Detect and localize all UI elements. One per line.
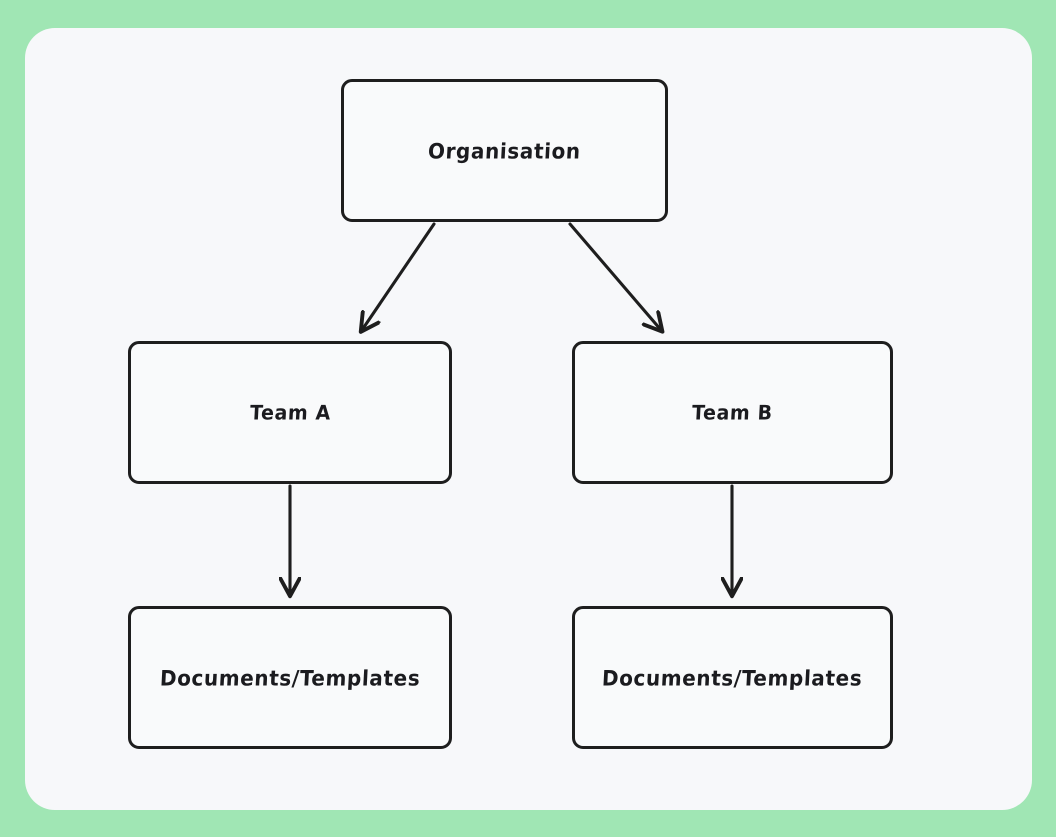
node-organisation-label: Organisation: [427, 137, 582, 164]
node-documents-templates-b-label: Documents/Templates: [601, 664, 864, 691]
node-documents-templates-b[interactable]: Documents/Templates: [572, 606, 893, 749]
node-documents-templates-a[interactable]: Documents/Templates: [128, 606, 452, 749]
node-team-b[interactable]: Team B: [572, 341, 893, 484]
node-team-b-label: Team B: [691, 400, 774, 425]
node-team-a[interactable]: Team A: [128, 341, 452, 484]
node-team-a-label: Team A: [248, 400, 332, 425]
node-documents-templates-a-label: Documents/Templates: [159, 664, 421, 691]
node-organisation[interactable]: Organisation: [341, 79, 668, 222]
